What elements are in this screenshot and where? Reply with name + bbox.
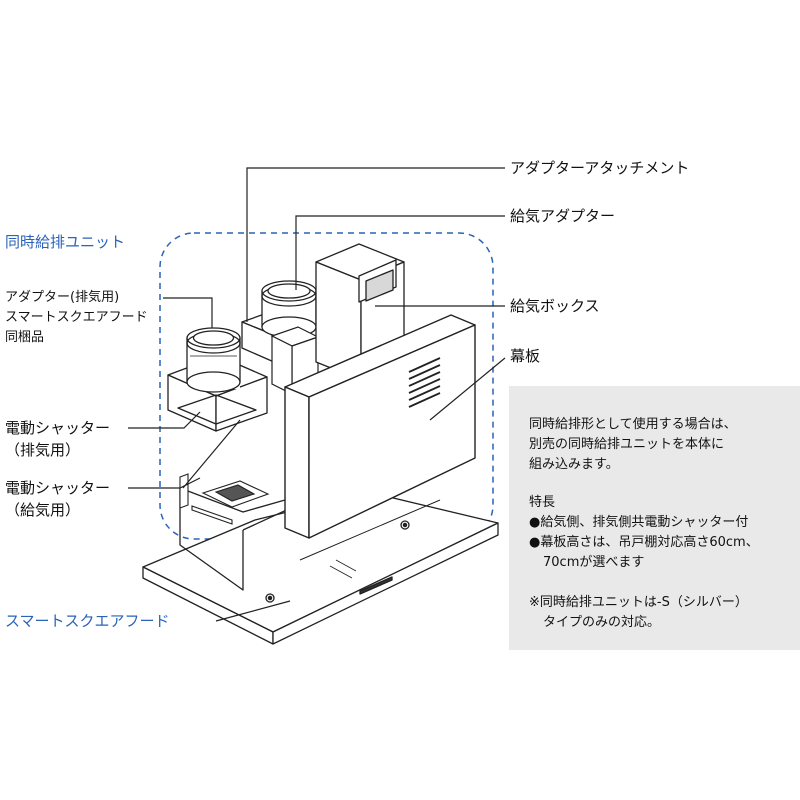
info-line2: 別売の同時給排ユニットを本体に <box>529 437 725 452</box>
label-exhaust-adapter-line2: スマートスクエアフード <box>5 310 148 325</box>
label-adapter-attachment: アダプターアタッチメント <box>510 159 690 177</box>
leader-lines <box>128 167 506 622</box>
features-title: 特長 <box>529 495 556 510</box>
label-exhaust-adapter-line1: アダプター(排気用) <box>5 290 120 305</box>
label-supply-adapter: 給気アダプター <box>510 207 616 225</box>
label-hood: スマートスクエアフード <box>5 612 170 630</box>
hood-body <box>142 487 499 645</box>
feature-2-line2: 70cmが選べます <box>543 555 645 570</box>
label-supply-shutter-line1: 電動シャッター <box>5 479 111 497</box>
note-line2: タイプのみの対応。 <box>543 615 661 630</box>
shutter-openings <box>179 473 270 525</box>
adapter-attachment <box>270 326 320 395</box>
label-curtain-board: 幕板 <box>510 347 541 365</box>
feature-1: ●給気側、排気側共電動シャッター付 <box>529 515 749 530</box>
info-box: 同時給排形として使用する場合は、 別売の同時給排ユニットを本体に 組み込みます。… <box>509 386 800 650</box>
supply-adapter <box>241 280 319 363</box>
feature-2-line1: ●幕板高さは、吊戸棚対応高さ60cm、 <box>529 535 759 550</box>
label-exhaust-shutter-line1: 電動シャッター <box>5 419 111 437</box>
note-line1: ※同時給排ユニットは-S（シルバー） <box>529 595 748 610</box>
louver-vents <box>408 357 441 408</box>
label-exhaust-adapter-line3: 同梱品 <box>5 330 45 345</box>
exhaust-adapter <box>167 327 268 432</box>
label-exhaust-shutter-line2: （排気用） <box>5 441 81 459</box>
info-line3: 組み込みます。 <box>529 457 619 472</box>
curtain-board <box>284 314 476 539</box>
info-line1: 同時給排形として使用する場合は、 <box>529 417 737 432</box>
label-supply-shutter-line2: （給気用） <box>5 501 81 519</box>
label-unit-title: 同時給排ユニット <box>5 233 126 251</box>
label-supply-box: 給気ボックス <box>510 297 600 315</box>
